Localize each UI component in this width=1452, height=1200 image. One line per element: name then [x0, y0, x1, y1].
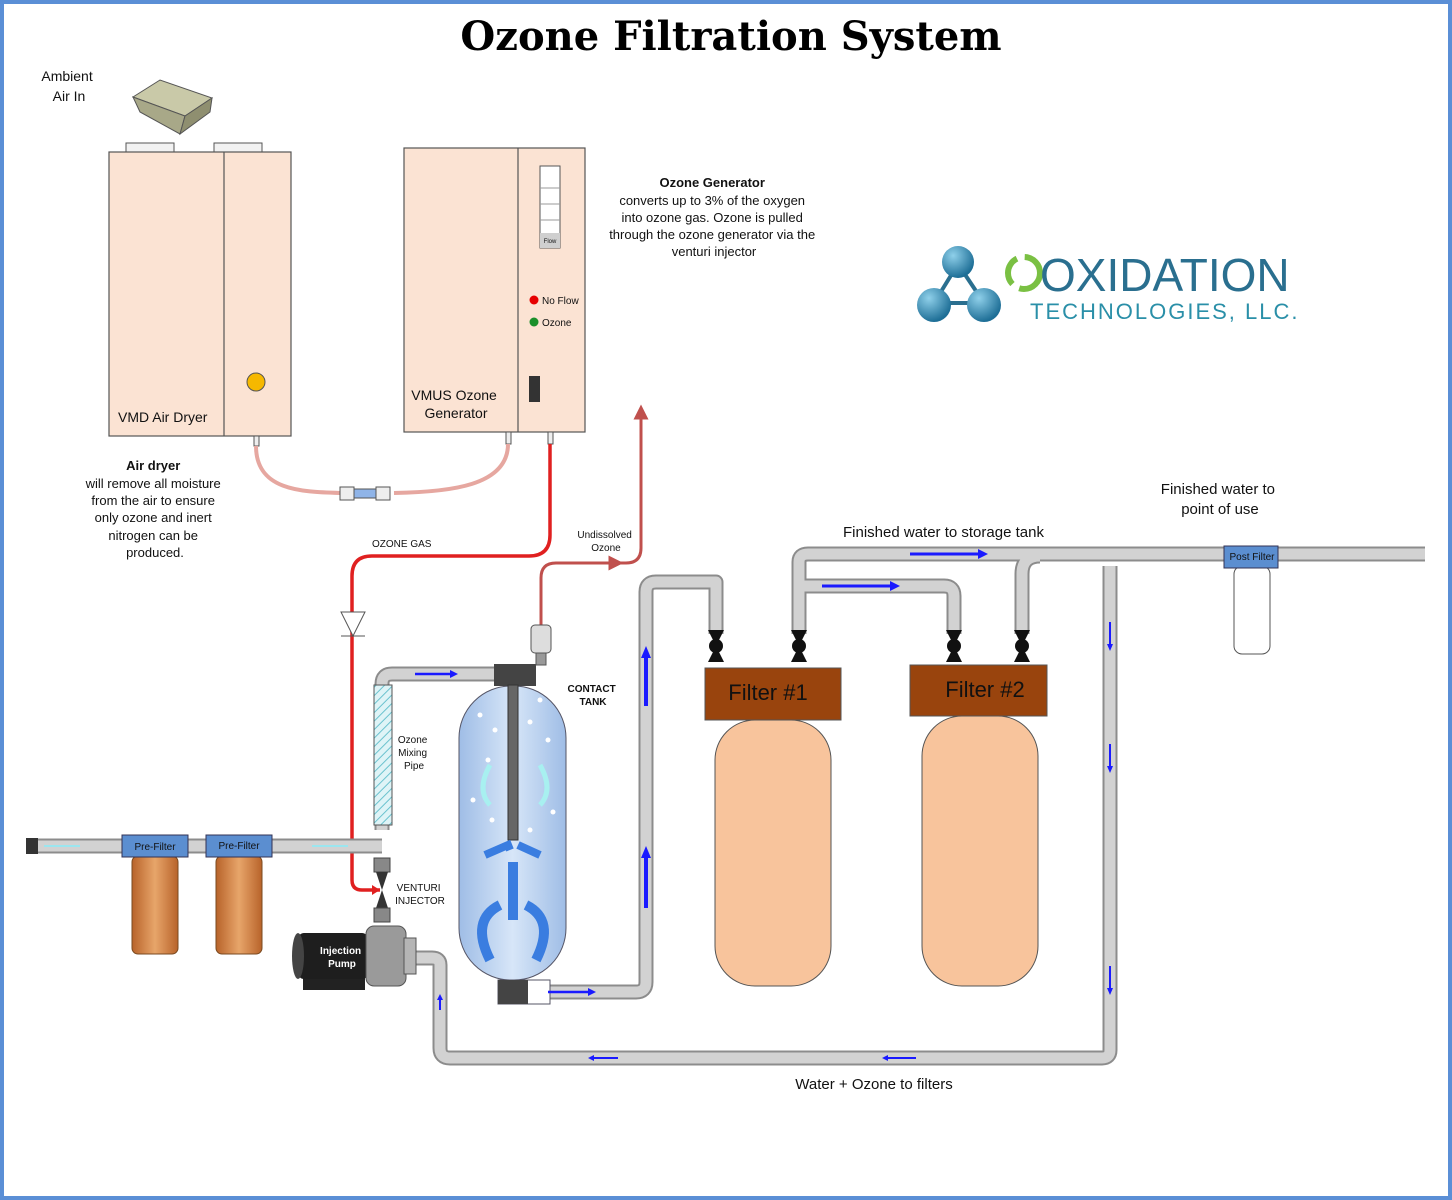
ozone-vent-valve [530, 624, 552, 666]
undissolved-ozone-line [539, 404, 649, 625]
ozone-indicator-label: Ozone [542, 318, 572, 329]
ozone-generator-description: Ozone Generator converts up to 3% of the… [609, 175, 819, 259]
filter-2-vessel [909, 664, 1048, 987]
air-intake-icon [131, 79, 214, 136]
ozone-gas-label: OZONE GAS [372, 539, 432, 550]
ozone-gas-line [350, 444, 552, 892]
logo-sub: TECHNOLOGIES, LLC. [1030, 299, 1300, 324]
storage-tank-label: Finished water to storage tank [843, 524, 1044, 541]
company-logo: OXIDATION TECHNOLOGIES, LLC. [917, 246, 1300, 324]
venturi-injector [373, 857, 391, 923]
point-of-use-label: Finished water to point of use [1161, 481, 1279, 518]
dry-air-tubing [254, 443, 510, 501]
inlet-cap [26, 838, 38, 854]
power-switch [529, 376, 540, 402]
filter-2-label: Filter #2 [945, 677, 1024, 702]
post-filter [1223, 545, 1279, 655]
venturi-label: VENTURI INJECTOR [395, 883, 445, 907]
flow-arrows [44, 549, 1113, 1061]
undissolved-ozone-label: Undissolved Ozone [577, 530, 634, 554]
pre-filter-1-label: Pre-Filter [134, 842, 176, 853]
flow-meter-label: Flow [544, 239, 557, 245]
air-dryer-description: Air dryer will remove all moisture from … [85, 458, 225, 560]
check-valve-icon [340, 611, 366, 638]
injection-pump-label: Injection Pump [320, 946, 364, 970]
dryer-indicator-light [246, 372, 266, 392]
filter-1-vessel [704, 667, 842, 987]
post-filter-label: Post Filter [1229, 552, 1275, 563]
filter-1-valves [708, 630, 807, 662]
injection-pump-icon [292, 925, 417, 990]
logo-name: OXIDATION [1040, 249, 1290, 301]
pre-filter-1 [121, 834, 189, 955]
mixing-pipe-label: Ozone Mixing Pipe [398, 735, 430, 772]
page-title: Ozone Filtration System [460, 13, 1001, 60]
ozone-generator-unit-label: VMUS Ozone Generator [411, 387, 500, 421]
pre-filter-2-label: Pre-Filter [218, 841, 260, 852]
filter-1-label: Filter #1 [728, 680, 807, 705]
ozone-indicator [529, 317, 539, 327]
ambient-air-label: Ambient Air In [41, 68, 96, 104]
air-dryer-unit [108, 142, 292, 447]
ozone-mixing-pipe [373, 684, 393, 826]
filter-2-valves [946, 630, 1030, 662]
air-dryer-unit-label: VMD Air Dryer [118, 409, 208, 425]
contact-tank [458, 664, 567, 1005]
water-ozone-label: Water + Ozone to filters [795, 1076, 952, 1093]
contact-tank-label: CONTACT TANK [568, 684, 619, 708]
pre-filter-2 [205, 834, 273, 955]
no-flow-label: No Flow [542, 296, 579, 307]
no-flow-indicator [529, 295, 539, 305]
ozone-generator-unit: Flow [403, 147, 586, 445]
